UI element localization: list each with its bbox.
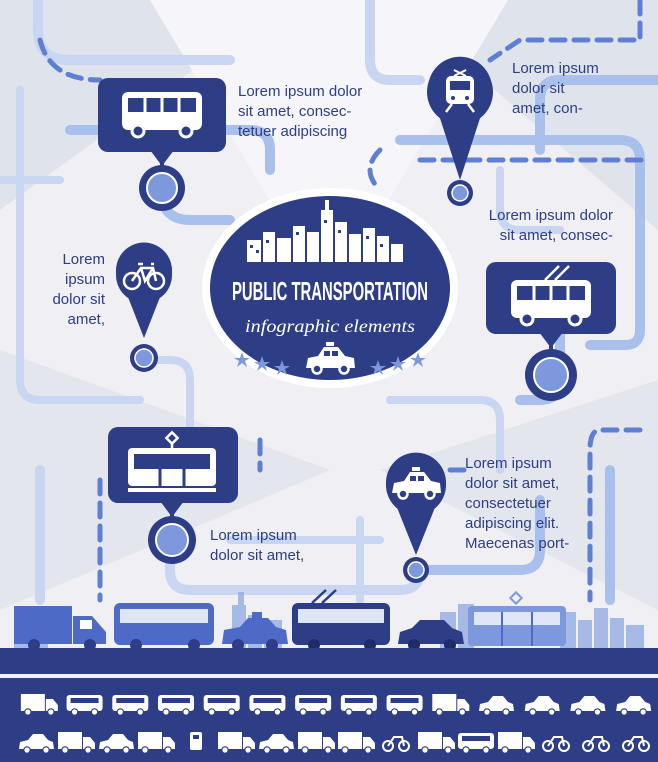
- street-trolleybus-icon: [292, 589, 390, 651]
- minivan-icon: [432, 694, 470, 716]
- compact-car-icon: [19, 734, 54, 754]
- bus-callout-line: sit amet, consec-: [238, 103, 352, 120]
- scooter-icon: [582, 736, 610, 752]
- taxi-callout-line: dolor sit amet,: [465, 475, 560, 492]
- train-callout-line: amet, con-: [512, 100, 583, 117]
- truck-icon: [14, 606, 106, 651]
- metro-icon: [203, 695, 240, 716]
- trolleybus-callout-line: Lorem ipsum dolor: [488, 207, 613, 224]
- trolleybus-icon: [340, 695, 377, 716]
- title-heading: PUBLIC TRANSPORTATION: [232, 276, 428, 306]
- ambulance-icon: [498, 732, 535, 754]
- freight-wagon-icon: [158, 695, 194, 716]
- taxi-callout-line: adipiscing elit.: [465, 515, 560, 532]
- motorcycle-icon: [622, 736, 650, 752]
- street-bus-icon: [114, 603, 214, 651]
- tram-pin: [108, 427, 238, 564]
- camper-trailer-icon: [58, 732, 95, 754]
- locomotive-icon: [112, 695, 149, 716]
- title-subheading: infographic elements: [245, 316, 415, 336]
- bus-callout-line: tetuer adipiscing: [238, 123, 348, 140]
- bicycle-callout-line: dolor sit: [52, 291, 105, 308]
- street-vehicles: [14, 589, 566, 651]
- star-icons: [234, 352, 426, 375]
- taxi-callout-line: Lorem ipsum: [465, 455, 552, 472]
- bicycle-callout-line: Lorem: [62, 251, 105, 268]
- title-emblem: PUBLIC TRANSPORTATION infographic elemen…: [202, 188, 458, 388]
- train-callout-line: dolor sit: [512, 80, 565, 97]
- trolleybus-callout-line: sit amet, consec-: [499, 227, 613, 244]
- hatchback-icon: [616, 696, 652, 716]
- taxi-callout-line: consectetuer: [465, 495, 551, 512]
- garbage-truck-icon: [138, 732, 175, 754]
- taxi-pin: [386, 452, 446, 583]
- high-speed-train-icon: [66, 695, 103, 716]
- bus-pin: [98, 78, 226, 211]
- bicycle-callout-line: ipsum: [64, 271, 105, 288]
- tram-icon: [249, 695, 286, 716]
- trolleybus-pin: [486, 262, 616, 401]
- train-pin: [427, 56, 493, 206]
- semi-truck-icon: [218, 732, 255, 754]
- bus-callout-line: Lorem ipsum dolor: [238, 83, 363, 100]
- taxi-callout-text: Lorem ipsum dolor sit amet, consectetuer…: [465, 454, 569, 554]
- car-carrier-icon: [20, 694, 58, 716]
- tram-callout-line: Lorem ipsum: [210, 527, 297, 544]
- bus-icon: [295, 695, 332, 716]
- pin-markers: [98, 56, 616, 583]
- taxi-callout-line: Maecenas port-: [465, 535, 570, 552]
- tram-callout-line: dolor sit amet,: [210, 547, 305, 564]
- train-callout-text: Lorem ipsum dolor sit amet, con-: [512, 59, 599, 119]
- minibus-icon: [458, 733, 494, 754]
- coupe-icon: [524, 696, 560, 716]
- vehicle-icon-grid: [19, 694, 652, 754]
- cyclist-icon: [382, 736, 410, 752]
- fire-truck-icon: [298, 732, 335, 754]
- taxi-icon: [99, 734, 134, 754]
- bicycle-icon: [542, 736, 570, 752]
- street-tram-icon: [468, 590, 566, 646]
- van-icon: [338, 732, 375, 754]
- tram-callout-text: Lorem ipsum dolor sit amet,: [210, 526, 304, 566]
- coach-icon: [386, 695, 423, 716]
- police-car-icon: [259, 734, 294, 754]
- sedan-icon: [570, 696, 606, 716]
- bus-callout-text: Lorem ipsum dolor sit amet, consec- tetu…: [238, 82, 362, 142]
- bicycle-callout-text: Lorem ipsum dolor sit amet,: [52, 250, 105, 330]
- suv-icon: [479, 696, 514, 716]
- bicycle-callout-line: amet,: [67, 311, 105, 328]
- road: [0, 648, 658, 674]
- trolleybus-callout-text: Lorem ipsum dolor sit amet, consec-: [489, 206, 613, 246]
- crane-truck-icon: [418, 732, 455, 754]
- bicycle-pin: [116, 242, 172, 372]
- train-callout-line: Lorem ipsum: [512, 60, 599, 77]
- fuel-pump-icon: [190, 732, 202, 750]
